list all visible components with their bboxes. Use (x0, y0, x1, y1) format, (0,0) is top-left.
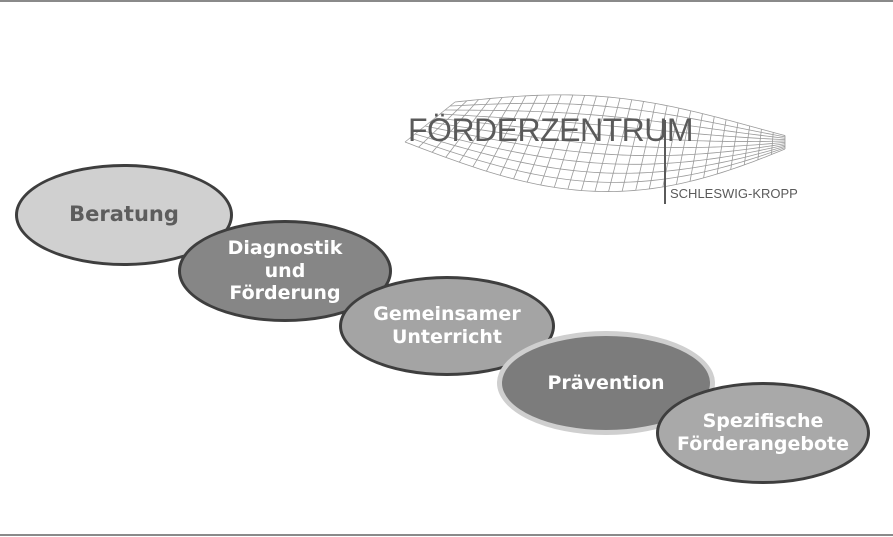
step-praevention: Prävention (497, 331, 715, 435)
logo-title: FÖRDERZENTRUM (408, 112, 694, 148)
top-rule (0, 0, 893, 2)
foerderzentrum-logo: FÖRDERZENTRUM SCHLESWIG-KROPP (400, 72, 800, 212)
step-label: Prävention (547, 371, 665, 394)
logo-subtitle: SCHLESWIG-KROPP (670, 186, 798, 201)
bottom-rule (0, 534, 893, 536)
mesh-graphic (404, 94, 786, 192)
step-label: Beratung (69, 202, 179, 227)
logo-divider (664, 120, 666, 204)
